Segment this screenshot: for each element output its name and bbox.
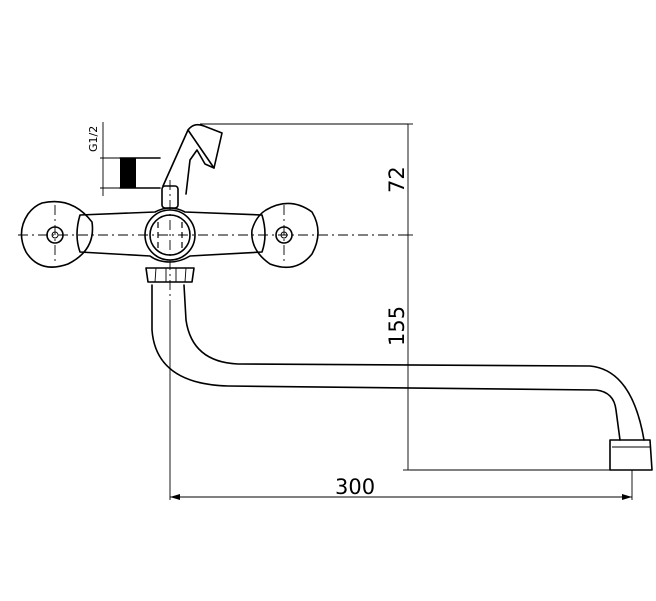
thread-size-label: G1/2 [87,126,100,152]
left-tap-head [20,200,94,268]
center-lines [18,180,408,300]
spout-pipe [151,284,653,471]
dimension-72-label: 72 [385,166,409,193]
lever-handle [162,123,223,195]
dimension-155-label: 155 [385,306,409,346]
wall-connector [119,157,161,189]
dimension-lines [100,122,633,500]
spout-nut [145,267,195,283]
right-tap-head [251,202,319,269]
dimension-300-label: 300 [335,475,375,499]
mixer-body [76,185,266,263]
